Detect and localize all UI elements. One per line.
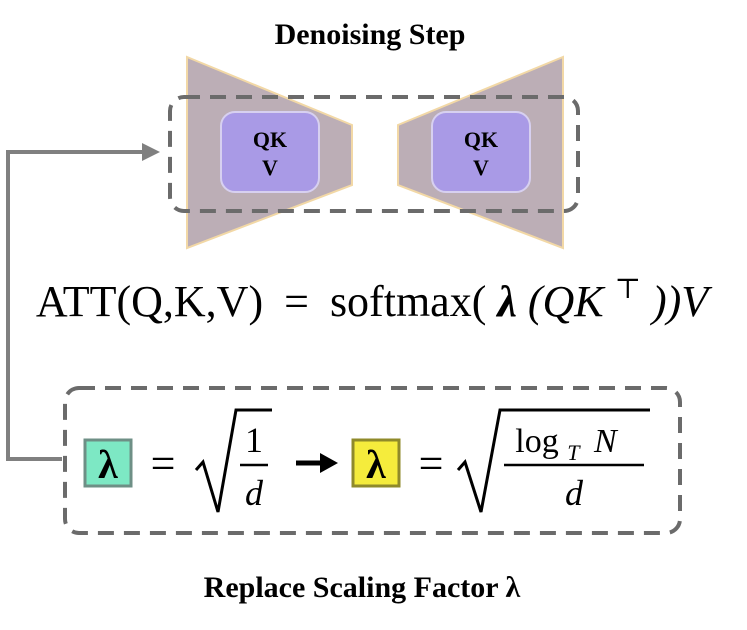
new-numerator-log: log: [515, 423, 558, 460]
old-denominator: d: [245, 473, 264, 513]
feedback-arrowhead: [142, 143, 160, 161]
qkv-block-right: [431, 111, 531, 193]
equation-func: softmax(: [330, 277, 486, 326]
equation-transpose: ⊤: [615, 274, 641, 305]
old-equals: =: [151, 439, 176, 488]
old-sqrt-sign: [194, 408, 272, 513]
qkv-right-line1: QK: [464, 127, 498, 152]
old-lambda-box: [83, 438, 133, 488]
equation-close: ))V: [649, 277, 713, 326]
equation-equals: =: [284, 277, 309, 326]
new-numerator-sub: T: [567, 440, 581, 465]
new-numerator: log T N: [515, 423, 619, 468]
new-lambda-box: [351, 438, 401, 488]
feedback-arrow-line: [6, 150, 146, 461]
title-text: Denoising Step: [275, 18, 466, 51]
new-sqrt-sign: [456, 408, 650, 513]
caption-text: Replace Scaling Factor λ: [204, 571, 521, 604]
new-equals: =: [419, 439, 444, 488]
old-numerator: 1: [245, 420, 263, 460]
attention-dashed-box: [168, 95, 580, 213]
equation-lhs: ATT(Q,K,V): [36, 277, 263, 326]
new-numerator-n: N: [593, 423, 619, 460]
equation-inner: (QK: [528, 277, 606, 326]
equation-lambda: λ: [495, 277, 517, 326]
qkv-left-line2: V: [262, 155, 278, 180]
scaling-dashed-box: [63, 386, 682, 535]
attention-equation: ATT(Q,K,V) = softmax( λ (QK ⊤ ))V: [36, 259, 713, 326]
qkv-right-line2: V: [473, 155, 489, 180]
qkv-block-left: [220, 111, 320, 193]
new-lambda-symbol: λ: [366, 442, 386, 487]
new-denominator: d: [565, 473, 584, 513]
old-lambda-symbol: λ: [98, 442, 118, 487]
replace-arrowhead: [320, 453, 338, 473]
qkv-left-line1: QK: [253, 127, 287, 152]
